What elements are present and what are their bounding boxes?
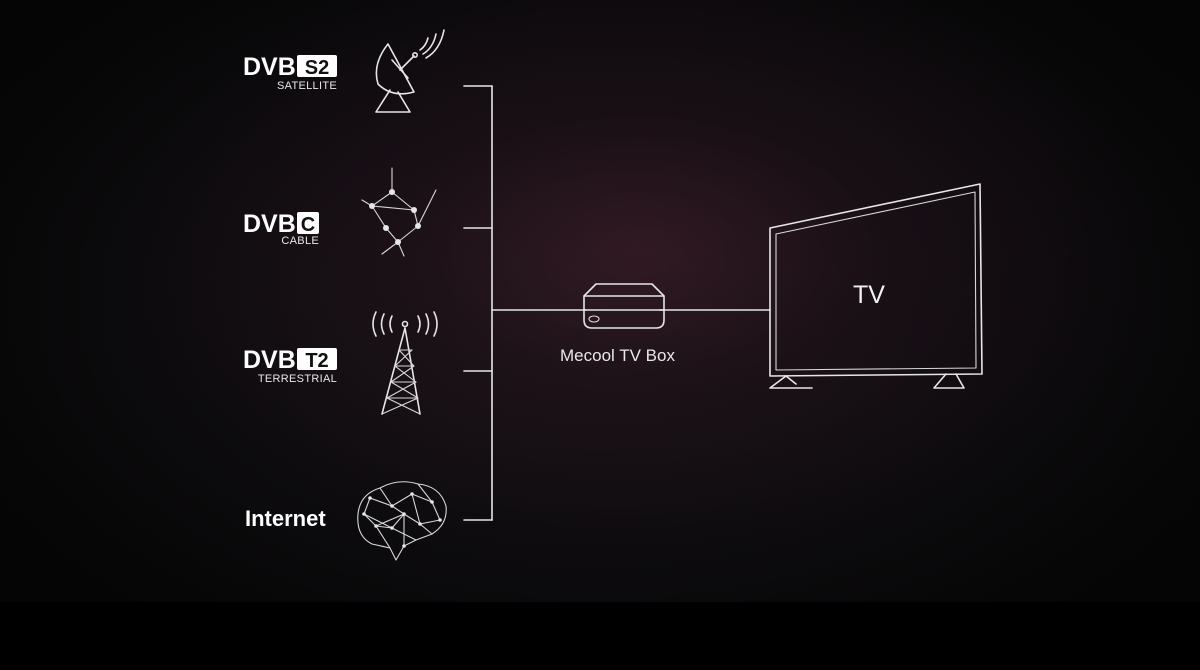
dvb-t2-logo-text: DVB [243,346,296,374]
dvb-t2-badge: T2 [305,350,328,372]
dvb-s2-logo: DVB S2 SATELLITE [243,53,337,92]
cable-network-icon [361,167,437,257]
dvb-s2-subtitle: SATELLITE [277,80,337,92]
dvb-s2-logo-text: DVB [243,53,296,81]
tv-label: TV [853,281,885,309]
satellite-dish-icon [375,29,445,113]
dvb-t2-subtitle: TERRESTRIAL [258,373,337,385]
internet-label: Internet [245,506,326,531]
dvb-s2-badge: S2 [305,57,329,79]
bottom-band [0,602,1200,670]
television-icon [769,183,983,389]
dvb-t2-logo: DVB T2 TERRESTRIAL [243,346,337,385]
dvb-c-logo: DVB C CABLE [243,210,319,247]
dvb-c-subtitle: CABLE [281,235,319,247]
dvb-c-badge: C [301,214,315,236]
antenna-tower-icon [372,311,438,415]
tv-box-label: Mecool TV Box [560,346,675,365]
tv-box-icon [583,283,665,329]
brain-network-icon [357,481,447,561]
dvb-c-logo-text: DVB [243,210,296,238]
connector-lines [463,85,771,521]
